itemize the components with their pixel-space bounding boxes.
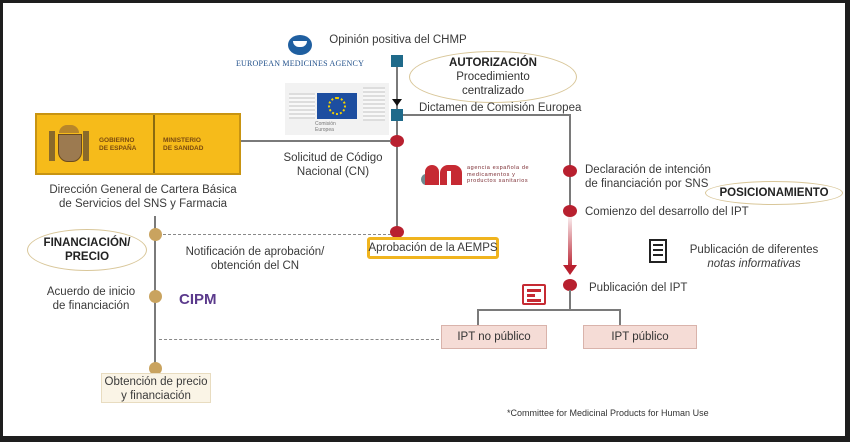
financing-ellipse: FINANCIACIÓN/ PRECIO <box>27 229 147 271</box>
financing-start-marker <box>149 228 162 241</box>
arrow-down-icon <box>392 99 402 106</box>
aemps-approval-box: Aprobación de la AEMPS <box>367 237 499 259</box>
ministerio-label: MINISTERIO DE SANIDAD <box>163 137 204 152</box>
positioning-ellipse: POSICIONAMIENTO <box>705 181 843 205</box>
gov-connector-line <box>241 140 391 142</box>
aemps-approval-marker <box>390 226 404 238</box>
declaration-label: Declaración de intención de financiación… <box>585 164 711 190</box>
agreement-label: Acuerdo de inicio de financiación <box>46 286 136 312</box>
ema-emblem-icon <box>288 35 312 55</box>
footnote: *Committee for Medicinal Products for Hu… <box>507 408 709 418</box>
commission-label: Comisión Europea <box>315 121 336 133</box>
arrow-down-red-icon <box>563 265 577 275</box>
ipt-publication-label: Publicación del IPT <box>589 282 688 294</box>
diagram-canvas: EUROPEAN MEDICINES AGENCY Comisión Europ… <box>3 3 845 436</box>
chmp-square-marker <box>391 55 403 67</box>
ipt-non-public-box: IPT no público <box>441 325 547 349</box>
newspaper-icon <box>522 284 546 305</box>
notes-label: Publicación de diferentes notas informat… <box>689 244 819 270</box>
ipt-start-label: Comienzo del desarrollo del IPT <box>585 206 749 218</box>
chmp-opinion-label: Opinión positiva del CHMP <box>329 34 467 46</box>
coat-of-arms-icon <box>49 125 89 163</box>
aemps-logo: agencia española de medicamentos y produ… <box>421 163 551 187</box>
authorization-line <box>396 61 398 233</box>
notification-dashed-line <box>163 234 391 235</box>
building-lines-right <box>363 87 385 121</box>
ipt-start-marker <box>563 205 577 217</box>
building-lines <box>289 93 315 119</box>
agreement-marker <box>149 290 162 303</box>
ipt-dashed-line <box>159 339 439 340</box>
aemps-mark-icon <box>421 165 463 185</box>
ipt-branch-left <box>477 309 479 325</box>
declaration-marker <box>563 165 577 177</box>
result-marker <box>149 362 162 375</box>
gobierno-label: GOBIERNO DE ESPAÑA <box>99 137 137 152</box>
ipt-branch-line <box>477 309 621 311</box>
commission-connector-line <box>403 114 571 116</box>
european-commission-logo: Comisión Europea <box>285 83 389 135</box>
ipt-public-box: IPT público <box>583 325 697 349</box>
ipt-publication-marker <box>563 279 577 291</box>
notification-label: Notificación de aprobación/ obtención de… <box>185 246 325 272</box>
eu-flag-icon <box>317 93 357 119</box>
ema-logo-text: EUROPEAN MEDICINES AGENCY <box>235 59 365 68</box>
gov-divider <box>153 115 155 173</box>
ema-logo: EUROPEAN MEDICINES AGENCY <box>215 33 385 73</box>
cn-request-label: Solicitud de Código Nacional (CN) <box>283 152 383 178</box>
government-logo: GOBIERNO DE ESPAÑA MINISTERIO DE SANIDAD <box>35 113 241 175</box>
ipt-branch-right <box>619 309 621 325</box>
ipt-branch-stem <box>569 290 571 310</box>
result-box: Obtención de precio y financiación <box>101 373 211 403</box>
cn-request-marker <box>390 135 404 147</box>
commission-square-marker <box>391 109 403 121</box>
cipm-label: CIPM <box>179 291 217 308</box>
authorization-ellipse: AUTORIZACIÓN Procedimiento centralizado <box>409 51 577 103</box>
positioning-gradient-arrow <box>568 215 572 269</box>
list-document-icon <box>649 239 667 263</box>
commission-decision-label: Dictamen de Comisión Europea <box>419 102 582 114</box>
aemps-logo-text: agencia española de medicamentos y produ… <box>467 165 530 184</box>
ministry-caption: Dirección General de Cartera Básica de S… <box>49 184 237 210</box>
positioning-line-top <box>569 114 571 209</box>
